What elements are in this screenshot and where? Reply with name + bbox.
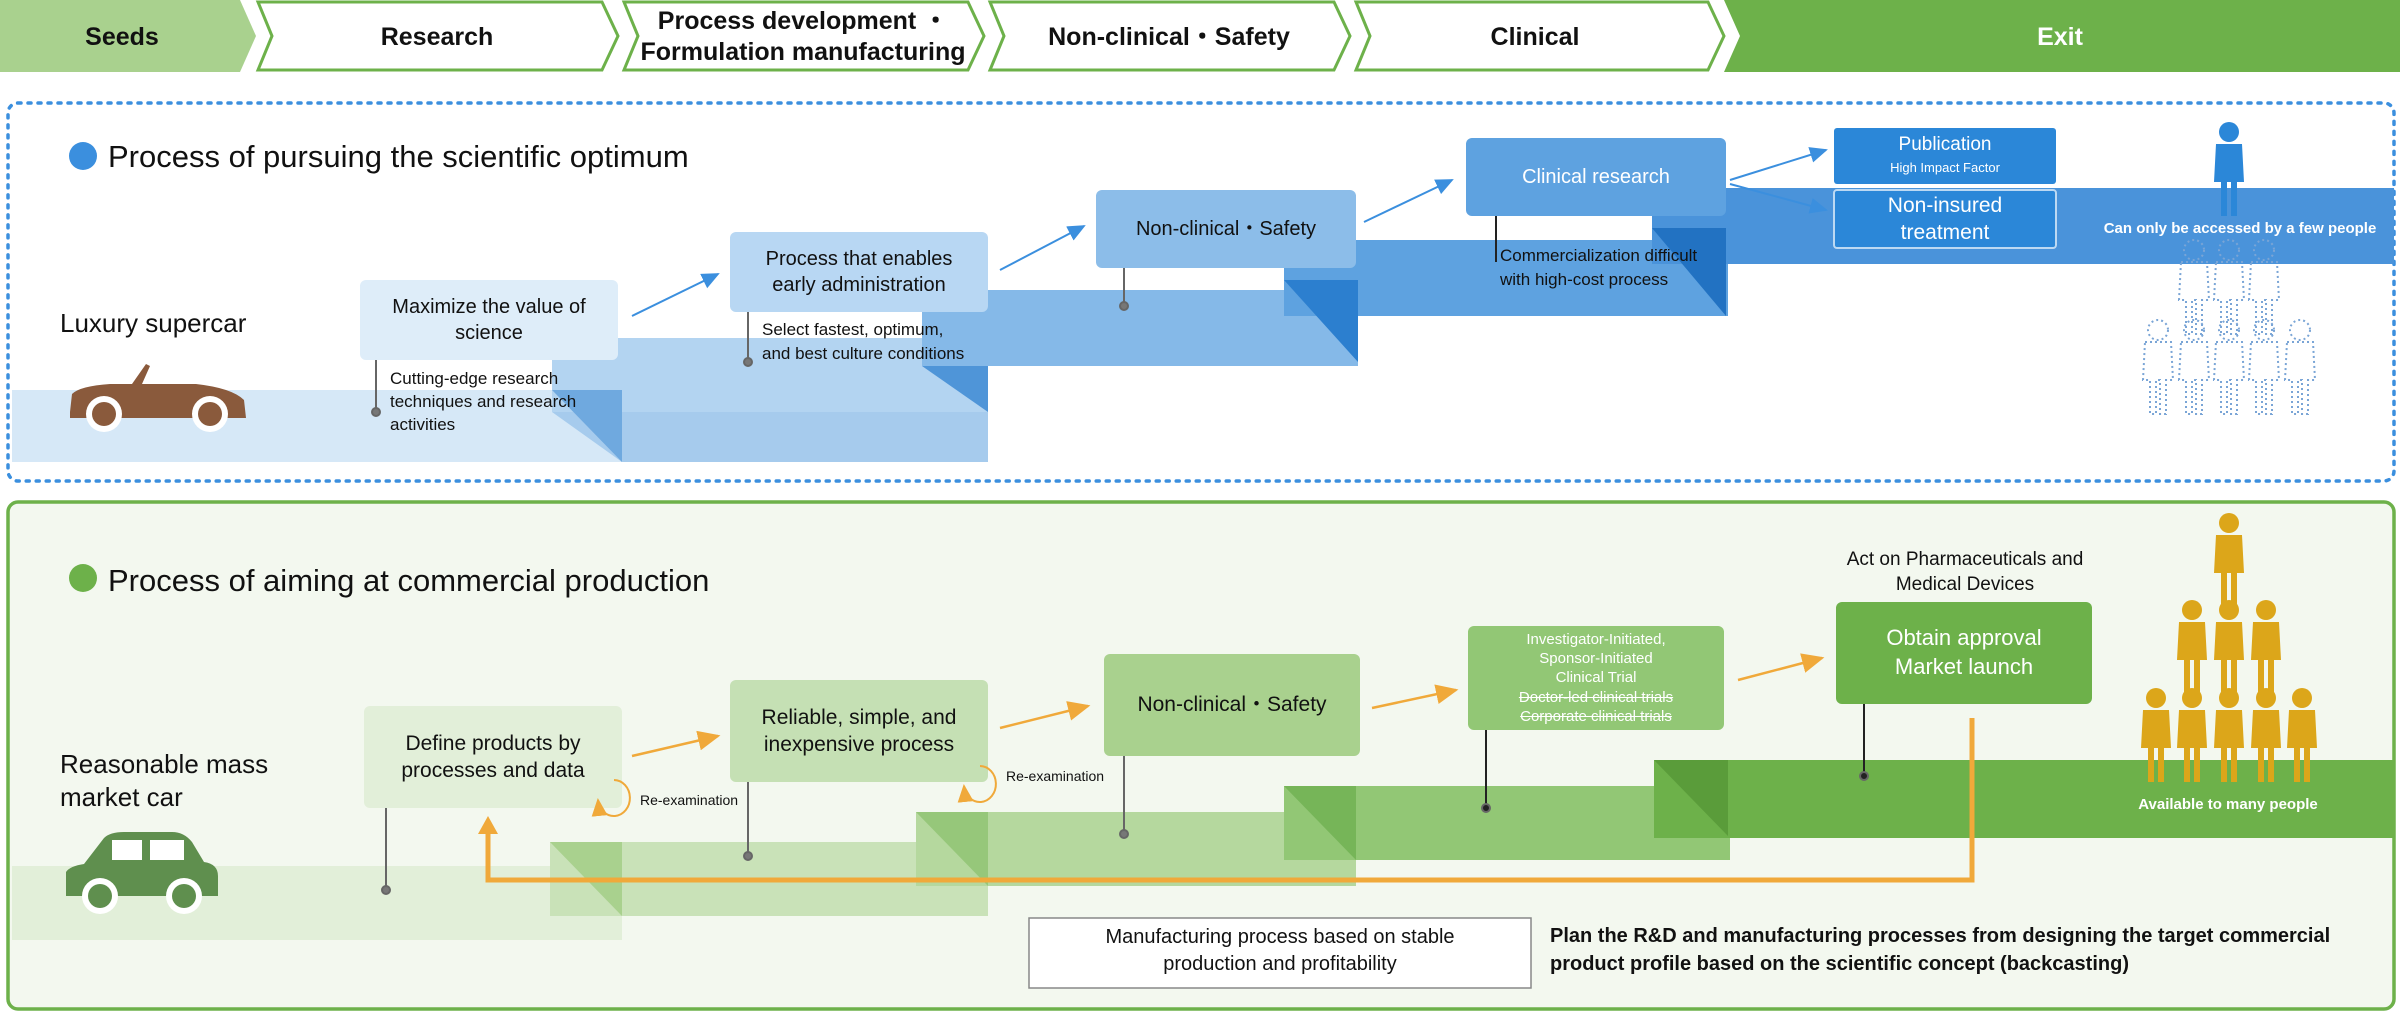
phase-exit bbox=[1724, 0, 2400, 72]
bottom-step-4-line: Clinical Trial bbox=[1555, 669, 1637, 687]
phase-label-non-clinical: Non-clinical・Safety bbox=[1048, 23, 1290, 51]
top-panel-frame bbox=[6, 101, 2396, 483]
bottom-title-dot bbox=[69, 564, 97, 592]
non-insured-title: Non-insured treatment bbox=[1887, 194, 2003, 245]
manufacturing-box-text: Manufacturing process based on stable pr… bbox=[1105, 926, 1455, 975]
bottom-step-box bbox=[1104, 654, 1360, 756]
top-leader-lines bbox=[371, 216, 1497, 417]
bottom-step-3: Non-clinical・Safety bbox=[1137, 693, 1327, 717]
top-step-2: Process that enables early administratio… bbox=[765, 248, 953, 296]
publication-box bbox=[1834, 128, 2056, 184]
bottom-step-5: Obtain approval Market launch bbox=[1886, 625, 2042, 679]
bottom-step-4-line: Investigator-Initiated, bbox=[1526, 631, 1666, 649]
top-arrows bbox=[631, 147, 1828, 317]
publication-title: Publication bbox=[1898, 134, 1992, 155]
non-insured-box bbox=[1833, 189, 2057, 249]
top-step-1-note: Cutting-edge research techniques and res… bbox=[390, 369, 577, 434]
top-step-box bbox=[1466, 138, 1726, 216]
top-car-label: Luxury supercar bbox=[60, 308, 247, 338]
top-step-1: Maximize the value of science bbox=[392, 296, 586, 344]
bottom-step-box bbox=[730, 680, 988, 782]
reexam-loop-icon bbox=[591, 765, 997, 817]
manufacturing-box bbox=[1028, 917, 1532, 989]
phase-clinical bbox=[1353, 0, 1726, 72]
phase-seeds bbox=[0, 0, 256, 72]
top-title-dot bbox=[69, 142, 97, 170]
backcasting-text: Plan the R&D and manufacturing processes… bbox=[1550, 925, 2331, 975]
mass-market-car-icon bbox=[66, 832, 218, 914]
bottom-step-box bbox=[1468, 626, 1724, 730]
luxury-car-icon bbox=[70, 364, 246, 432]
top-step-box bbox=[1096, 190, 1356, 268]
bottom-step-box bbox=[364, 706, 622, 808]
top-panel-title: Process of pursuing the scientific optim… bbox=[108, 139, 689, 174]
phase-non-clinical bbox=[987, 0, 1352, 72]
bottom-step-4-struck: Corporate clinical trials bbox=[1520, 707, 1672, 725]
publication-subtitle: High Impact Factor bbox=[1890, 160, 2000, 175]
phase-label-seeds: Seeds bbox=[85, 23, 159, 51]
phase-label-process-development: Process development ・ Formulation manufa… bbox=[640, 7, 966, 66]
phase-label-clinical: Clinical bbox=[1490, 23, 1580, 51]
top-step-4-note: Commercialization difficult with high-co… bbox=[1500, 246, 1698, 289]
bottom-step-box bbox=[1836, 602, 2092, 704]
phase-label-research: Research bbox=[380, 23, 494, 51]
top-step-2-note: Select fastest, optimum, and best cultur… bbox=[762, 320, 965, 363]
few-people-caption: Can only be accessed by a few people bbox=[2103, 220, 2377, 237]
top-step-box bbox=[360, 280, 618, 360]
reexam-label-2: Re-examination bbox=[1006, 768, 1105, 784]
bottom-car-label: Reasonable mass market car bbox=[60, 749, 269, 813]
bottom-leader-lines bbox=[381, 704, 1869, 895]
reexam-label-1: Re-examination bbox=[640, 792, 739, 808]
phase-process-development bbox=[621, 0, 986, 72]
phase-research bbox=[255, 0, 620, 72]
act-label: Act on Pharmaceuticals and Medical Devic… bbox=[1846, 549, 2084, 595]
many-people-caption: Available to many people bbox=[2138, 796, 2318, 813]
top-step-4: Clinical research bbox=[1522, 166, 1670, 188]
bottom-step-4: Investigator-Initiated, Sponsor-Initiate… bbox=[1468, 626, 1724, 730]
phase-label-exit: Exit bbox=[2037, 23, 2083, 51]
bottom-panel-title: Process of aiming at commercial producti… bbox=[108, 563, 710, 598]
bottom-arrows bbox=[631, 653, 1825, 758]
top-step-3: Non-clinical・Safety bbox=[1135, 218, 1317, 240]
bottom-step-4-struck: Doctor-led clinical trials bbox=[1518, 688, 1674, 706]
bottom-step-4-line: Sponsor-Initiated bbox=[1539, 650, 1653, 668]
bottom-step-2: Reliable, simple, and inexpensive proces… bbox=[761, 705, 957, 756]
phase-header bbox=[0, 0, 2400, 72]
top-step-box bbox=[730, 232, 988, 312]
backcasting-arrow bbox=[478, 718, 1975, 883]
bottom-step-1: Define products by processes and data bbox=[401, 731, 585, 782]
few-people-icon bbox=[2142, 122, 2316, 415]
